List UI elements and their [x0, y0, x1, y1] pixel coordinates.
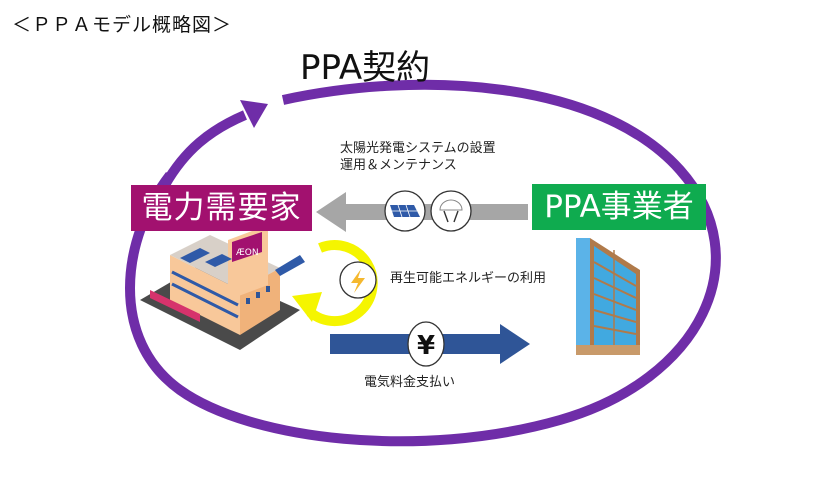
helmet-icon	[430, 190, 472, 232]
solar-panel-icon	[384, 190, 426, 232]
customer-label: 電力需要家	[141, 190, 302, 226]
contract-label: PPA契約	[300, 48, 431, 88]
provider-box: PPA事業者	[532, 184, 706, 230]
store-building-icon: ÆON	[140, 225, 305, 350]
cycle-arrowhead-icon	[240, 100, 268, 128]
energy-description: 再生可能エネルギーの利用	[390, 271, 547, 286]
service-text-line2: 運用＆メンテナンス	[340, 158, 457, 173]
service-text-line1: 太陽光発電システムの設置	[340, 141, 496, 156]
contract-cycle-arc-left	[160, 110, 247, 188]
page-title: ＜ＰＰＡモデル概略図＞	[12, 14, 233, 36]
provider-label: PPA事業者	[544, 189, 694, 225]
store-sign: ÆON	[236, 248, 259, 258]
payment-description: 電気料金支払い	[364, 375, 456, 390]
energy-loop-arrowhead	[292, 292, 322, 322]
office-building-icon	[576, 238, 640, 355]
service-description: 太陽光発電システムの設置 運用＆メンテナンス	[340, 140, 496, 174]
yen-icon	[407, 321, 445, 367]
contract-cycle-arc	[125, 79, 721, 447]
yen-symbol: ¥	[417, 331, 435, 361]
lightning-icon	[339, 261, 377, 299]
customer-box: 電力需要家	[131, 185, 312, 231]
service-arrowhead	[316, 192, 346, 232]
payment-arrowhead	[500, 324, 530, 364]
